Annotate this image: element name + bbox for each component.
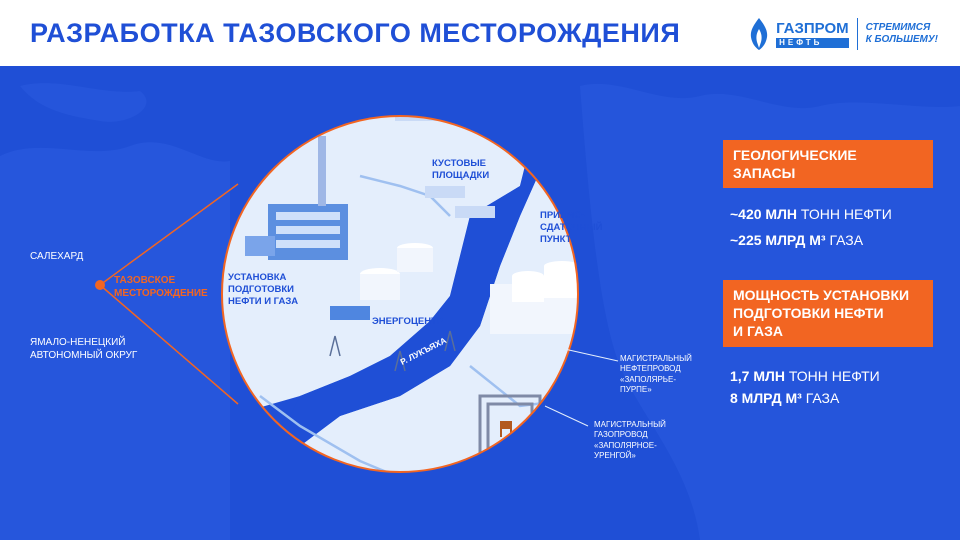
oil-pipeline-label: МАГИСТРАЛЬНЫЙ НЕФТЕПРОВОД «ЗАПОЛЯРЬЕ- ПУ… [620,354,692,396]
reserves-oil: ~420 МЛН ТОНН НЕФТИ [730,206,892,222]
okrug-label: ЯМАЛО-НЕНЕЦКИЙ АВТОНОМНЫЙ ОКРУГ [30,336,137,362]
treatment-plant-label: УСТАНОВКА ПОДГОТОВКИ НЕФТИ И ГАЗА [228,272,298,308]
diagram-circle-border [221,115,579,473]
okrug-label-line-1: ЯМАЛО-НЕНЕЦКИЙ [30,337,126,348]
page-title: РАЗРАБОТКА ТАЗОВСКОГО МЕСТОРОЖДЕНИЯ [30,18,681,48]
capacity-oil-unit: ТОНН НЕФТИ [788,368,880,384]
capacity-oil-value: 1,7 МЛН [730,368,785,384]
okrug-label-line-2: АВТОНОМНЫЙ ОКРУГ [30,350,138,361]
gas-pipeline-line-1: МАГИСТРАЛЬНЫЙ [594,420,666,429]
field-label-line-2: МЕСТОРОЖДЕНИЕ [114,288,208,299]
reserves-gas: ~225 МЛРД М³ ГАЗА [730,232,863,248]
capacity-heading-line-1: МОЩНОСТЬ УСТАНОВКИ [733,287,910,303]
reindeer-icon [500,421,512,467]
capacity-heading-line-3: И ГАЗА [733,323,783,340]
slogan-line-1: СТРЕМИМСЯ [865,21,931,33]
gas-pipeline-line-4: УРЕНГОЙ» [594,451,636,461]
reserves-gas-unit: ГАЗА [829,232,864,248]
gas-pipeline-line-2: ГАЗОПРОВОД [594,430,648,440]
energy-center-label: ЭНЕРГОЦЕНТР [372,316,444,327]
treatment-plant-illustration [245,136,348,260]
pipeline-pointers [544,347,619,427]
oil-pipeline-line-2: НЕФТЕПРОВОД [620,364,681,374]
field-label-line-1: ТАЗОВСКОЕ [114,275,176,286]
cluster-pads-line-2: ПЛОЩАДКИ [432,169,490,181]
field-label: ТАЗОВСКОЕ МЕСТОРОЖДЕНИЕ [114,274,208,300]
logo-divider [856,18,858,50]
gazprom-neft-logo: ГАЗПРОМ НЕФТЬ СТРЕМИМСЯ К БОЛЬШЕМУ! [746,14,938,54]
logo-name: ГАЗПРОМ [776,19,849,37]
reserves-oil-value: ~420 МЛН [730,206,798,222]
treatment-plant-line-1: УСТАНОВКА [228,272,287,283]
capacity-gas-value: 8 МЛРД М³ [730,390,802,406]
energy-center-illustration [330,243,433,320]
reserves-heading-line-2: ЗАПАСЫ [733,165,796,182]
header-bar: РАЗРАБОТКА ТАЗОВСКОГО МЕСТОРОЖДЕНИЯ ГАЗП… [0,0,960,66]
salekhard-label: САЛЕХАРД [30,251,84,262]
acceptance-point-line-1: ПРИЕМО- [540,210,585,221]
acceptance-point-label: ПРИЕМО- СДАТОЧНЫЙ ПУНКТ [540,210,603,246]
reserves-oil-unit: ТОНН НЕФТИ [800,206,892,222]
capacity-gas-unit: ГАЗА [805,390,840,406]
acceptance-point-line-2: СДАТОЧНЫЙ [540,221,603,233]
oil-pipeline-line-3: «ЗАПОЛЯРЬЕ- [620,374,677,384]
oil-pipeline-line-4: ПУРПЕ» [620,385,652,395]
gas-pipeline-line-3: «ЗАПОЛЯРНОЕ- [594,440,657,450]
field-location-dot [95,280,105,290]
slogan-line-2: К БОЛЬШЕМУ! [865,34,938,45]
acceptance-point-illustration [490,261,578,334]
cluster-pads-label: КУСТОВЫЕ ПЛОЩАДКИ [432,158,489,182]
treatment-plant-line-2: ПОДГОТОВКИ [228,283,294,295]
region-map [0,83,960,540]
reserves-gas-value: ~225 МЛРД М³ [730,232,826,248]
cluster-pads-line-1: КУСТОВЫЕ [432,158,487,169]
reserves-heading: ГЕОЛОГИЧЕСКИЕ ЗАПАСЫ [723,140,933,189]
gas-pipeline-label: МАГИСТРАЛЬНЫЙ ГАЗОПРОВОД «ЗАПОЛЯРНОЕ- УР… [594,420,666,462]
cluster-pads-illustration [395,116,495,218]
reserves-heading-line-1: ГЕОЛОГИЧЕСКИЕ [733,147,857,163]
treatment-plant-line-3: НЕФТИ И ГАЗА [228,295,299,307]
slogan: СТРЕМИМСЯ К БОЛЬШЕМУ! [866,22,938,47]
field-diagram [222,116,578,472]
capacity-gas: 8 МЛРД М³ ГАЗА [730,390,839,406]
power-towers-illustration [329,330,456,372]
logo-sub: НЕФТЬ [776,37,849,48]
acceptance-point-line-3: ПУНКТ [540,233,572,245]
capacity-heading: МОЩНОСТЬ УСТАНОВКИ ПОДГОТОВКИ НЕФТИ И ГА… [723,280,933,347]
capacity-oil: 1,7 МЛН ТОНН НЕФТИ [730,368,880,384]
flame-icon [750,18,768,50]
capacity-heading-line-2: ПОДГОТОВКИ НЕФТИ [733,305,884,322]
oil-pipeline-line-1: МАГИСТРАЛЬНЫЙ [620,354,692,363]
connector-lines [99,183,239,405]
